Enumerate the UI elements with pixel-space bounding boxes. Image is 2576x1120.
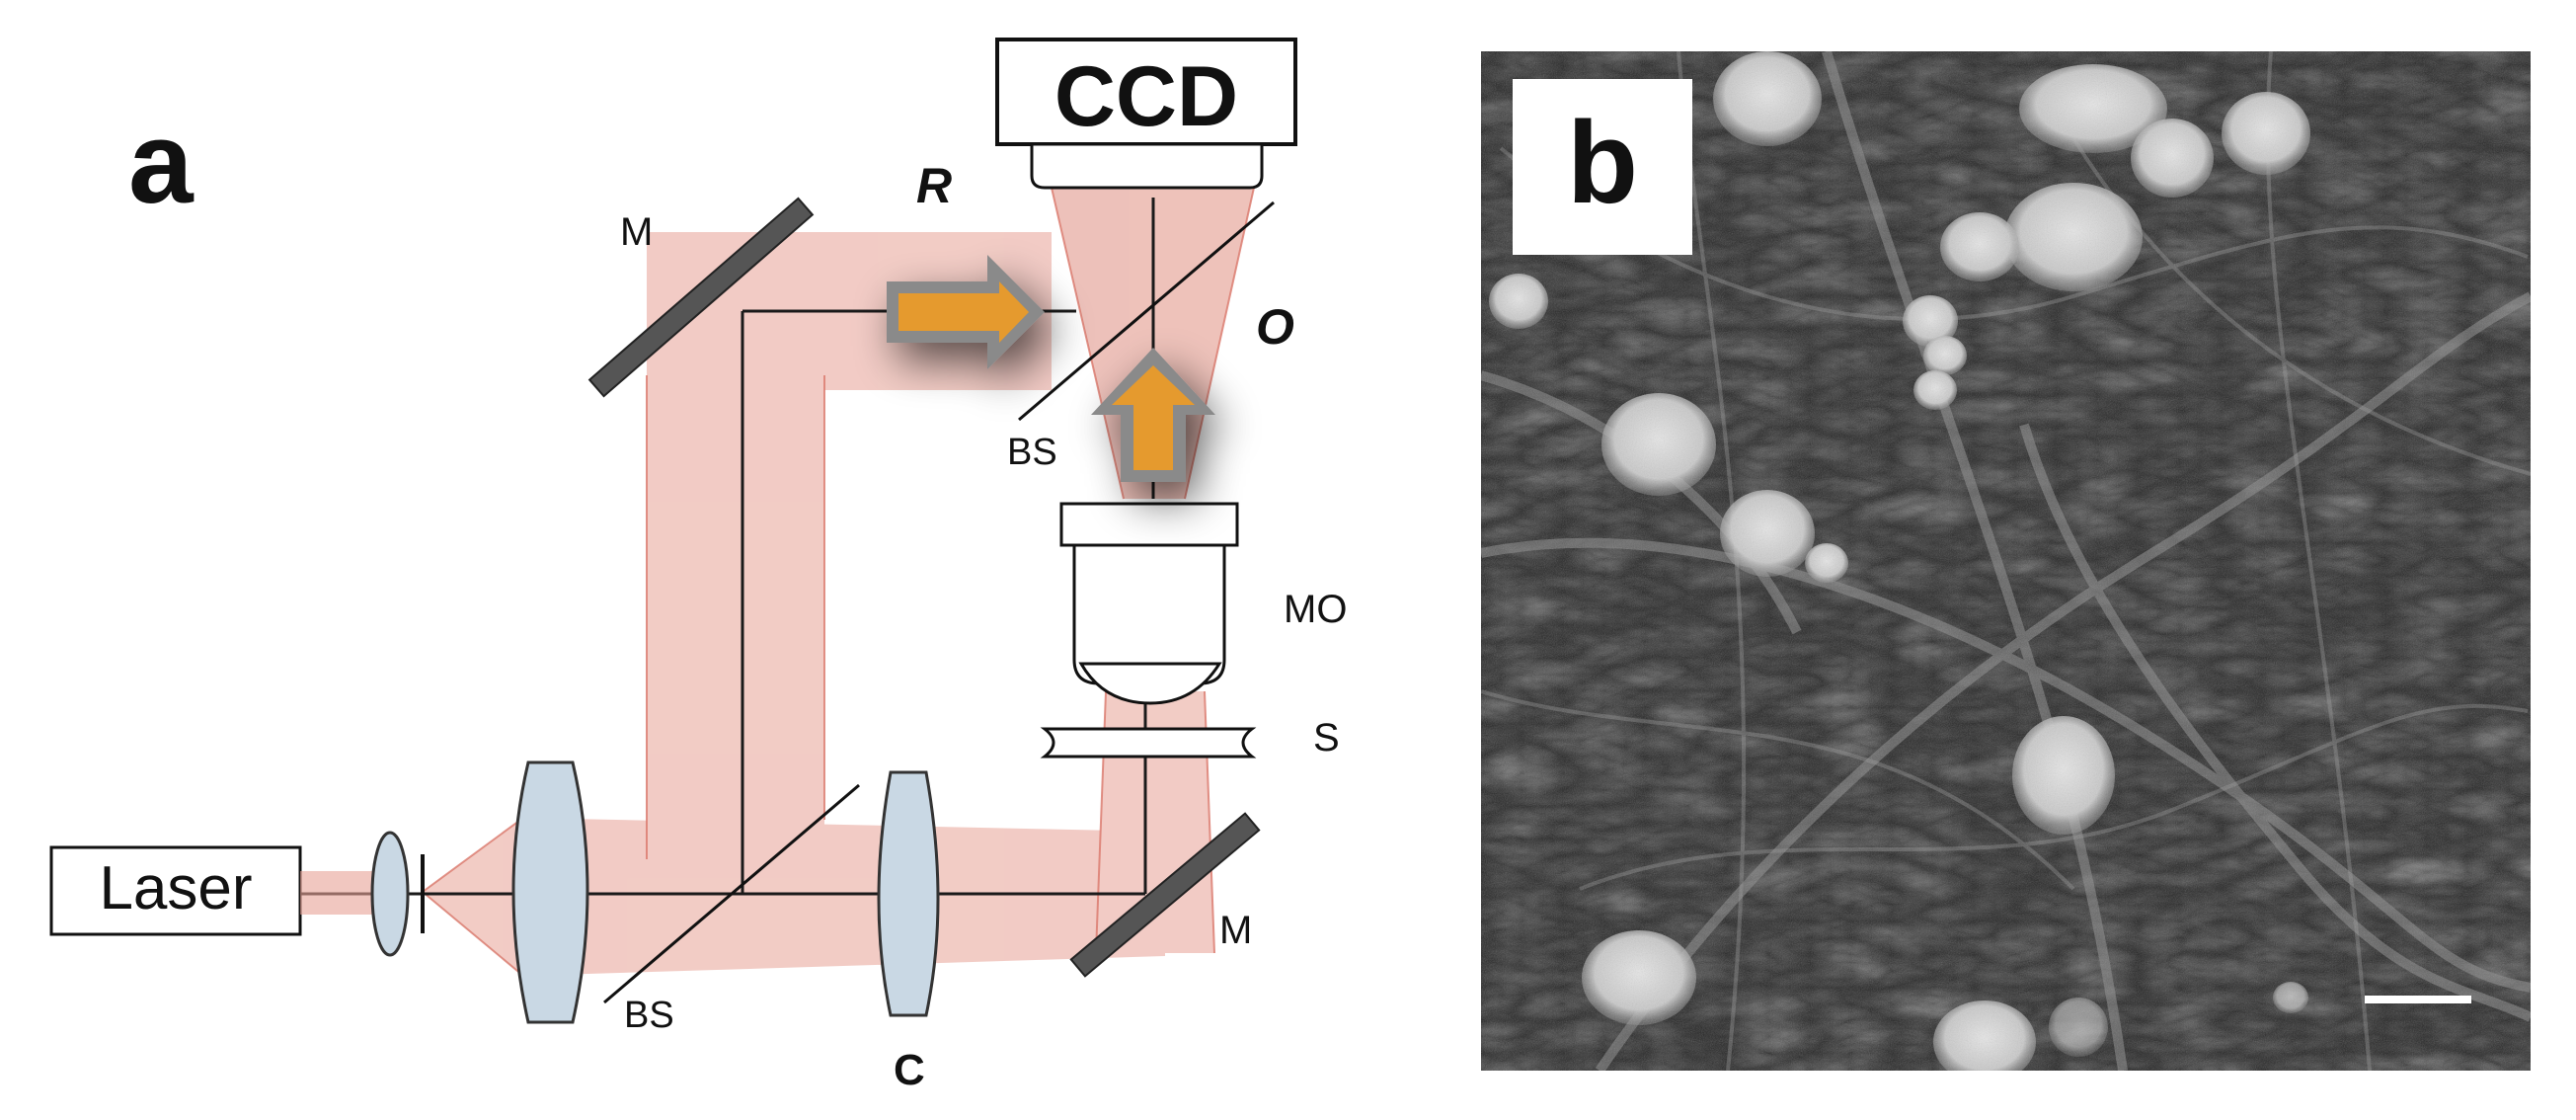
beamsplitter-top <box>1018 200 1275 422</box>
mirror-bottom-label: M <box>1219 909 1252 952</box>
laser-label: Laser <box>99 854 252 922</box>
laser-output-beam <box>300 871 379 915</box>
panel-b-micrograph: b <box>1481 51 2531 1071</box>
microscope-objective <box>1059 502 1239 705</box>
reference-beam-label: R <box>916 158 952 213</box>
collimated-beam <box>523 818 1165 976</box>
panel-b-label: b <box>1567 98 1638 228</box>
sample-slide <box>1040 727 1257 759</box>
object-direction-arrow <box>1091 348 1215 482</box>
ccd-label: CCD <box>1054 49 1238 144</box>
scale-bar <box>2365 996 2471 1003</box>
beamsplitter-bottom-label: BS <box>624 995 674 1036</box>
beamsplitter-bottom <box>603 783 860 1004</box>
panel-a: Laser CCD <box>49 38 1347 1094</box>
laser-source: Laser <box>49 845 302 936</box>
spatial-filter-lens <box>370 831 410 957</box>
condenser-lens <box>877 770 940 1017</box>
mirror-bottom <box>1069 812 1261 978</box>
condenser-label: C <box>894 1046 925 1094</box>
ccd-camera: CCD <box>995 38 1297 190</box>
sample-label: S <box>1313 716 1340 760</box>
reference-direction-arrow <box>887 255 1045 369</box>
objective-label: MO <box>1284 588 1347 631</box>
beamsplitter-top-label: BS <box>1007 432 1057 473</box>
panel-a-label: a <box>128 98 195 228</box>
object-beam-label: O <box>1256 299 1294 355</box>
panel-b-label-box <box>1513 79 1692 255</box>
collimating-lens <box>511 760 589 1024</box>
laser-expansion-beam <box>423 818 523 976</box>
mirror-top <box>587 197 815 398</box>
mirror-top-label: M <box>620 210 653 254</box>
